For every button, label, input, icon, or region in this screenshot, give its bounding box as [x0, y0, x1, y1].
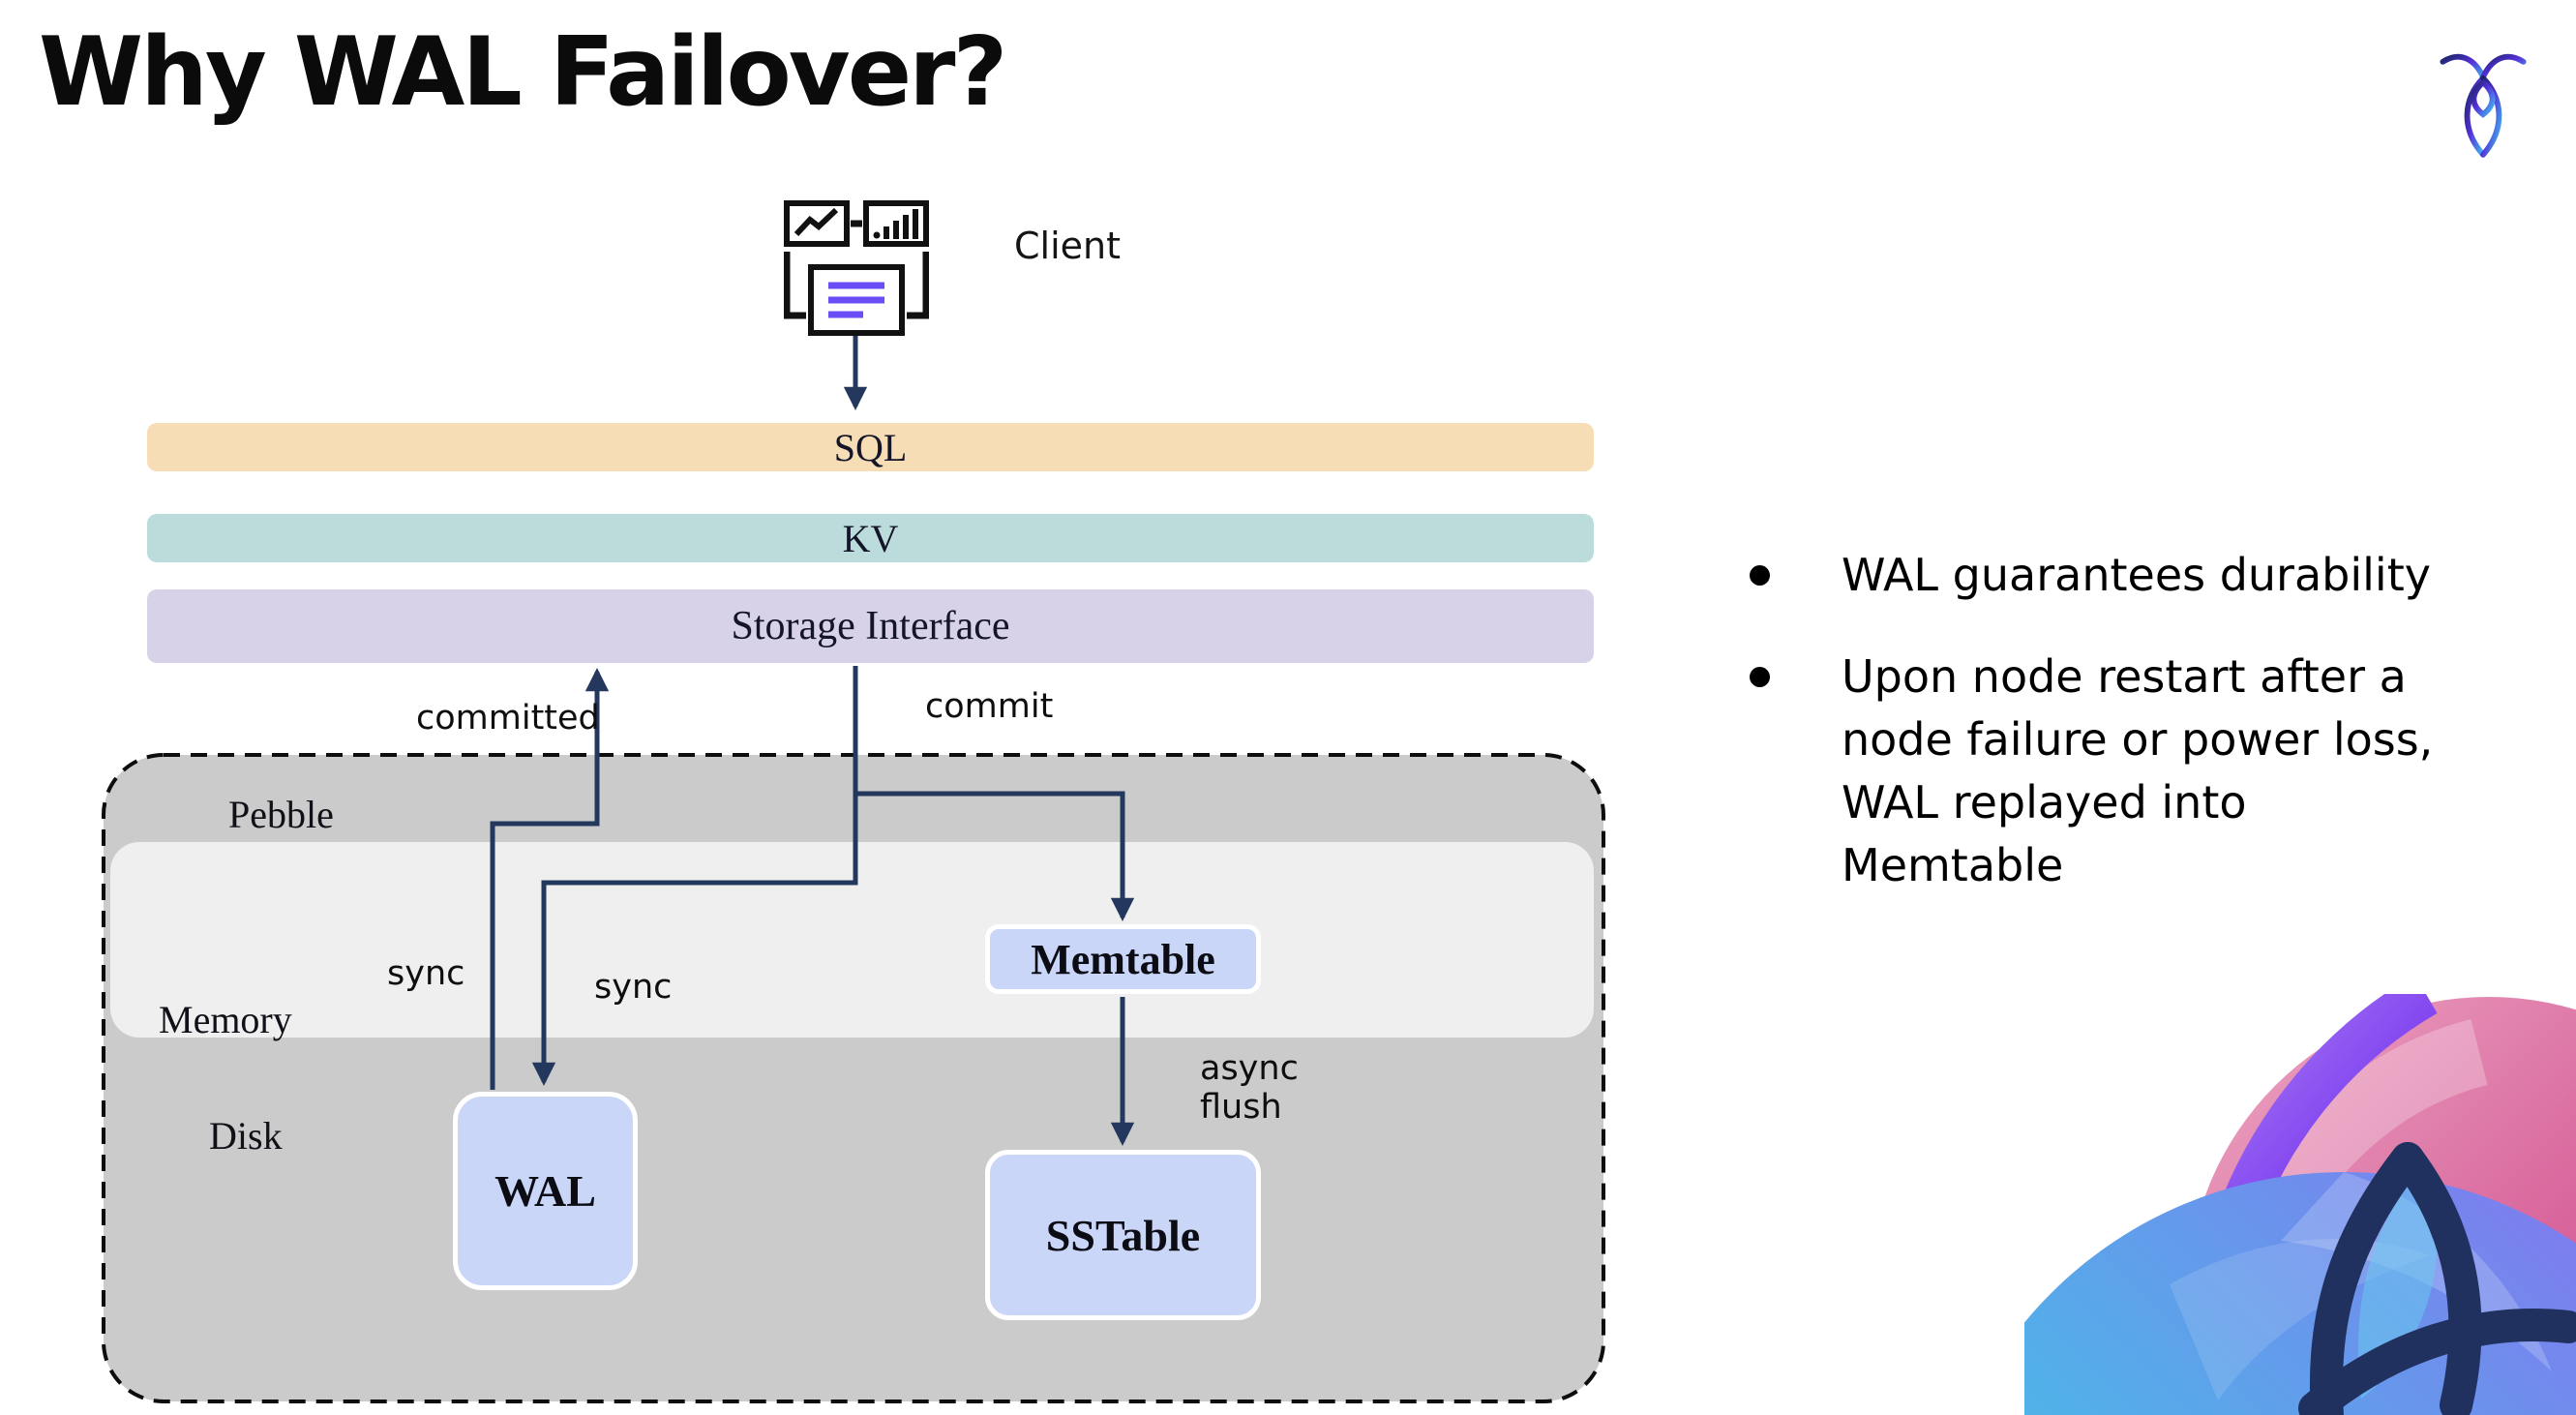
navy-leaf-curves: [2298, 1142, 2576, 1415]
disk-label: Disk: [209, 1114, 283, 1158]
sstable-box: SSTable: [985, 1150, 1261, 1320]
layer-bar-sql-label: SQL: [833, 425, 908, 469]
async-flush-edge-label: async flush: [1200, 1049, 1299, 1127]
memory-label: Memory: [159, 998, 292, 1041]
wal-box-label: WAL: [494, 1166, 596, 1216]
client-label: Client: [1014, 225, 1122, 267]
memtable-box-label: Memtable: [1031, 935, 1215, 983]
layer-bar-kv: KV: [147, 514, 1594, 562]
pebble-label: Pebble: [228, 793, 334, 836]
line-chart-window-icon: [784, 200, 850, 247]
commit-edge-label: commit: [925, 687, 1054, 726]
sstable-box-label: SSTable: [1045, 1210, 1201, 1260]
bullet-item-durability: WAL guarantees durability: [1722, 544, 2448, 607]
layer-bar-sql: SQL: [147, 423, 1594, 471]
sync-left-edge-label: sync: [387, 954, 465, 993]
brand-art-graphic: [2024, 994, 2576, 1415]
cockroachdb-logo-icon: [2440, 54, 2527, 158]
page-title: Why WAL Failover?: [39, 17, 1007, 128]
bar-chart-window-icon: [863, 200, 929, 247]
committed-edge-label: committed: [416, 699, 600, 738]
memory-band: [110, 842, 1594, 1038]
layer-bar-kv-label: KV: [842, 516, 899, 560]
memtable-box: Memtable: [985, 924, 1261, 994]
client-app-icon: [784, 200, 929, 336]
sync-right-edge-label: sync: [594, 968, 673, 1007]
bullet-text: WAL guarantees durability: [1842, 549, 2431, 601]
bullet-item-replay: Upon node restart after a node failure o…: [1722, 646, 2448, 897]
bullet-list: WAL guarantees durability Upon node rest…: [1722, 544, 2448, 897]
wal-box: WAL: [453, 1092, 638, 1290]
bullet-text: Upon node restart after a node failure o…: [1842, 650, 2434, 891]
layer-bar-storage-interface: Storage Interface: [147, 589, 1594, 663]
layer-bar-storage-label: Storage Interface: [731, 604, 1010, 648]
